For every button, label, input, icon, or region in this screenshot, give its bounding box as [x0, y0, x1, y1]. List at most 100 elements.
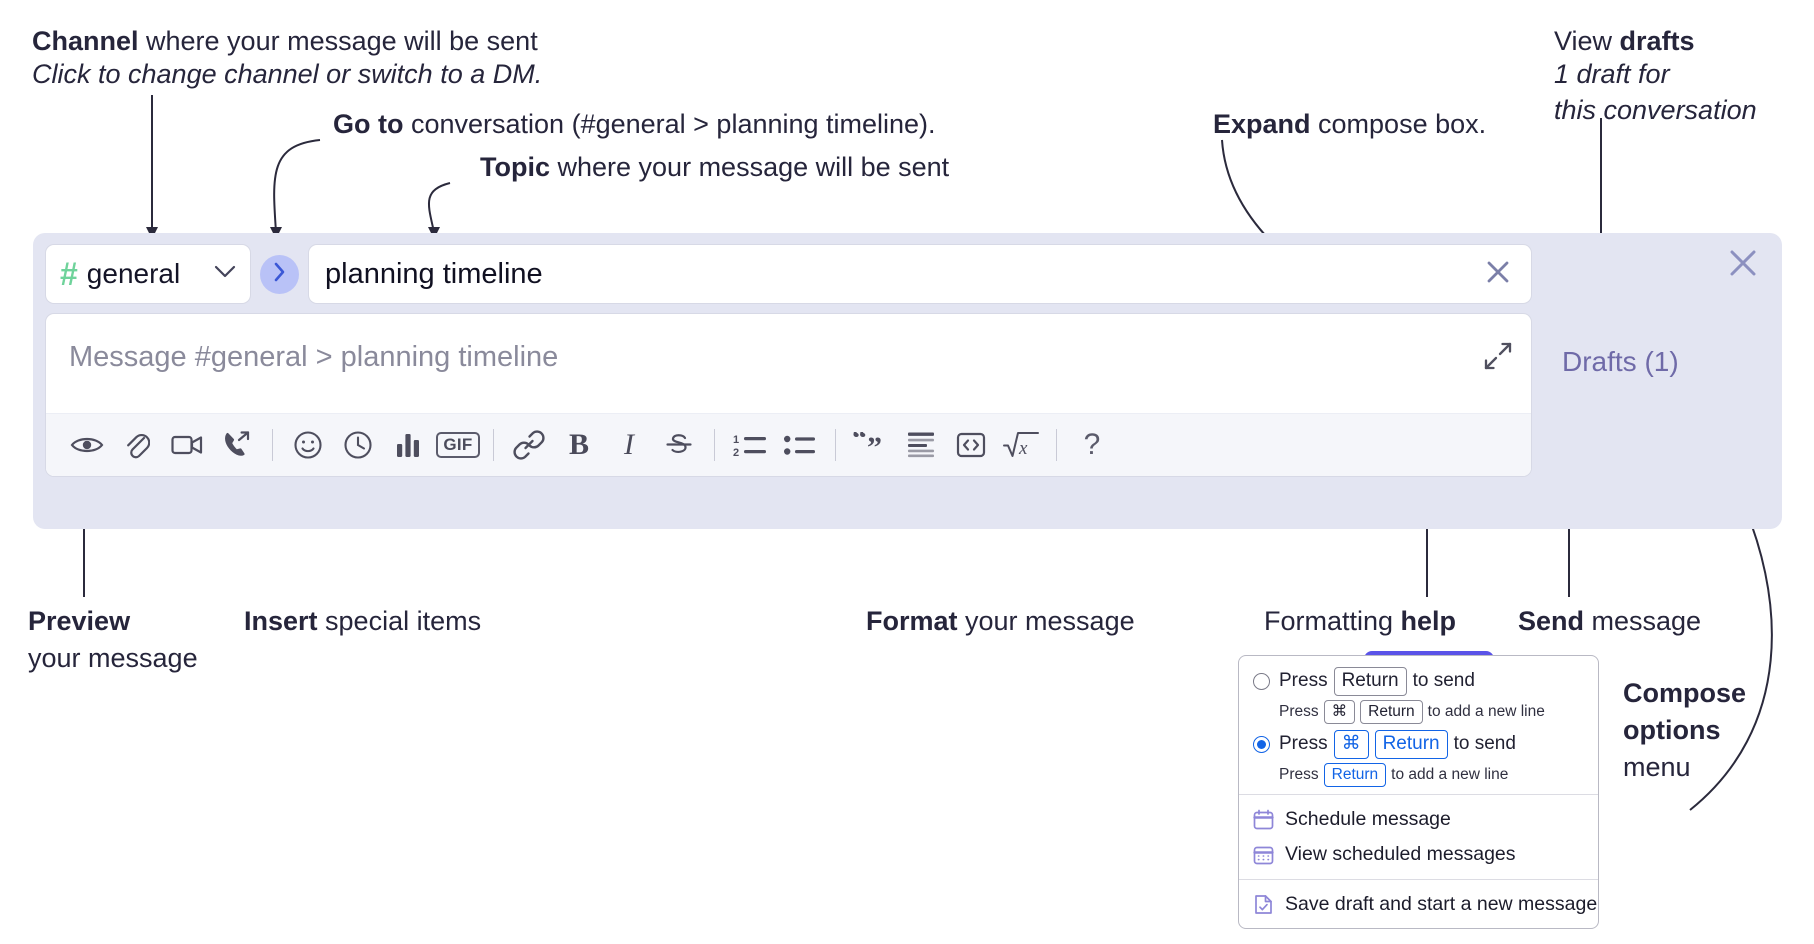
key-return: Return — [1360, 699, 1423, 724]
compose-box: # general planning timeline — [33, 233, 1782, 713]
menu-item-label: Schedule message — [1285, 807, 1451, 830]
calendar-grid-icon — [1253, 844, 1274, 865]
expand-icon[interactable] — [1483, 341, 1513, 376]
toolbar-separator — [714, 429, 715, 461]
compose-options-menu: Press Return to send Press ⌘ Return to a… — [1238, 655, 1599, 929]
send-option-cmd-return[interactable]: Press ⌘ Return to send — [1239, 727, 1598, 762]
annotation-goto-rest: conversation (#general > planning timeli… — [403, 109, 936, 139]
annotation-drafts-note-line1: 1 draft for — [1554, 59, 1670, 89]
compose-main-column: # general planning timeline — [46, 245, 1531, 476]
ordered-list-icon[interactable]: 1 2 — [725, 420, 775, 470]
annotation-formatting-help-rest: Formatting — [1264, 606, 1401, 636]
close-icon[interactable] — [1726, 246, 1760, 285]
press-word: Press — [1279, 765, 1319, 783]
clear-topic-icon[interactable] — [1483, 257, 1513, 292]
goto-chevron-icon — [273, 262, 286, 287]
new-line-word: to add a new line — [1427, 702, 1545, 720]
link-icon[interactable] — [504, 420, 554, 470]
code-block-icon[interactable] — [896, 420, 946, 470]
video-icon[interactable] — [162, 420, 212, 470]
annotation-expand-bold: Expand — [1213, 109, 1311, 139]
annotation-preview-line2-text: your message — [28, 643, 198, 673]
channel-selector[interactable]: # general — [46, 245, 250, 303]
annotation-preview-line2: your message — [28, 641, 198, 675]
italic-icon[interactable]: I — [604, 420, 654, 470]
goto-conversation-button[interactable] — [260, 254, 299, 294]
annotation-send: Send message — [1518, 604, 1701, 638]
annotation-compose-options-line3: menu — [1623, 752, 1691, 782]
key-cmd: ⌘ — [1333, 729, 1369, 759]
annotation-goto: Go to conversation (#general > planning … — [333, 107, 936, 141]
to-send-word: to send — [1412, 670, 1475, 692]
svg-text:“: “ — [853, 432, 867, 455]
key-return: Return — [1333, 667, 1407, 696]
emoji-icon[interactable] — [283, 420, 333, 470]
menu-item-view-scheduled-messages[interactable]: View scheduled messages — [1239, 837, 1598, 872]
topic-input[interactable]: planning timeline — [309, 245, 1531, 303]
hash-icon: # — [60, 256, 78, 292]
annotation-expand-rest: compose box. — [1310, 109, 1487, 139]
menu-item-label: View scheduled messages — [1285, 842, 1516, 865]
annotation-goto-bold: Go to — [333, 109, 404, 139]
annotation-drafts-note-2: this conversation — [1554, 93, 1757, 127]
annotation-compose-options-line2: options — [1623, 715, 1721, 745]
svg-text:1: 1 — [733, 434, 739, 446]
audio-call-icon[interactable] — [212, 420, 262, 470]
bold-icon[interactable]: B — [554, 420, 604, 470]
clock-icon[interactable] — [333, 420, 383, 470]
help-icon[interactable]: ? — [1067, 420, 1117, 470]
blockquote-icon[interactable]: “ ” — [846, 420, 896, 470]
annotation-drafts-note-line2: this conversation — [1554, 95, 1757, 125]
annotation-format-rest: your message — [957, 606, 1135, 636]
topic-value: planning timeline — [325, 257, 543, 290]
formatting-toolbar: GIF B I — [46, 413, 1531, 476]
channel-name-label: general — [86, 258, 181, 289]
annotation-channel-rest: where your message will be sent — [138, 26, 538, 56]
math-icon[interactable]: x — [996, 420, 1046, 470]
radio-unselected[interactable] — [1253, 672, 1270, 690]
send-option-return-sub: Press ⌘ Return to add a new line — [1239, 699, 1598, 724]
bulleted-list-icon[interactable] — [775, 420, 825, 470]
toolbar-separator — [835, 429, 836, 461]
message-editor[interactable]: Message #general > planning timeline — [46, 314, 1531, 476]
annotation-topic-rest: where your message will be sent — [550, 152, 950, 182]
annotation-formatting-help-bold: help — [1400, 606, 1457, 636]
annotation-format: Format your message — [866, 604, 1135, 638]
new-line-word: to add a new line — [1391, 765, 1509, 783]
message-placeholder: Message #general > planning timeline — [69, 341, 559, 373]
compose-header-row: # general planning timeline — [46, 245, 1531, 303]
annotation-compose-options-2: options — [1623, 713, 1720, 747]
attachment-icon[interactable] — [112, 420, 162, 470]
annotation-compose-options-3: menu — [1623, 750, 1691, 784]
radio-selected[interactable] — [1253, 735, 1270, 753]
calendar-schedule-icon — [1253, 809, 1274, 830]
svg-text:x: x — [1018, 438, 1028, 459]
drafts-link[interactable]: Drafts (1) — [1562, 346, 1679, 377]
svg-text:”: ” — [867, 432, 882, 458]
preview-icon[interactable] — [62, 420, 112, 470]
annotation-topic: Topic where your message will be sent — [480, 150, 949, 184]
chevron-down-icon — [214, 265, 236, 284]
save-draft-icon — [1253, 894, 1274, 915]
menu-item-save-draft[interactable]: Save draft and start a new message — [1239, 887, 1598, 922]
send-option-return[interactable]: Press Return to send — [1239, 664, 1598, 699]
inline-code-icon[interactable] — [946, 420, 996, 470]
poll-icon[interactable] — [383, 420, 433, 470]
annotation-insert-bold: Insert — [244, 606, 318, 636]
strikethrough-icon[interactable] — [654, 420, 704, 470]
help-glyph: ? — [1083, 428, 1101, 461]
menu-divider — [1239, 878, 1598, 880]
menu-divider — [1239, 793, 1598, 795]
annotation-channel-bold: Channel — [32, 26, 139, 56]
press-word: Press — [1279, 733, 1328, 755]
svg-text:2: 2 — [733, 447, 739, 458]
annotation-insert: Insert special items — [244, 604, 481, 638]
key-cmd: ⌘ — [1323, 699, 1356, 724]
gif-icon[interactable]: GIF — [433, 420, 483, 470]
annotation-drafts-note-1: 1 draft for — [1554, 57, 1670, 91]
menu-item-schedule-message[interactable]: Schedule message — [1239, 802, 1598, 837]
annotation-compose-options-line1: Compose — [1623, 678, 1747, 708]
annotation-drafts-bold: drafts — [1619, 26, 1695, 56]
key-return: Return — [1374, 729, 1448, 759]
to-send-word: to send — [1453, 733, 1516, 755]
